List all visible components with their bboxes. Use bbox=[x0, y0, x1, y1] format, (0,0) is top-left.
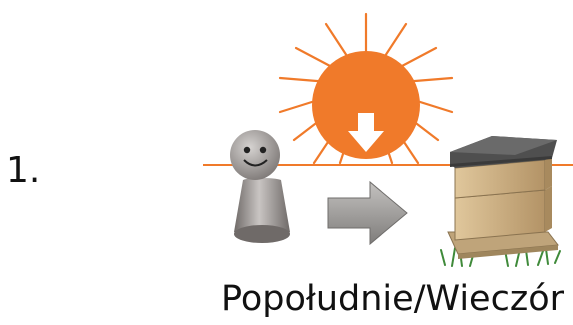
caption: Popołudnie/Wieczór bbox=[0, 279, 573, 319]
beehive-icon bbox=[441, 136, 560, 266]
caption-text: Popołudnie/Wieczór bbox=[214, 279, 571, 319]
person-figure-icon bbox=[230, 130, 290, 243]
right-arrow-icon bbox=[328, 182, 407, 244]
